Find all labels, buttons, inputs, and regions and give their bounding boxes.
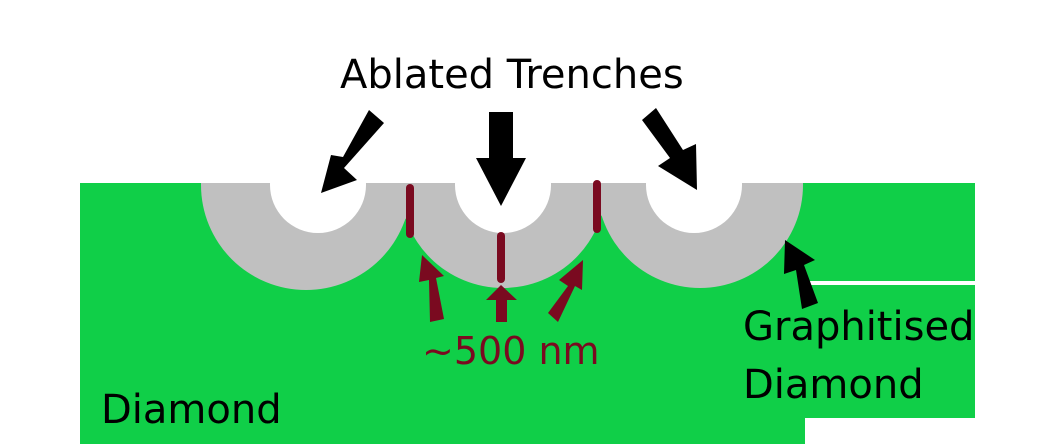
arrow-up-icon <box>486 285 517 322</box>
arrow-down-icon <box>476 112 526 206</box>
arrow-down-icon <box>642 108 697 190</box>
ablated-trenches-label: Ablated Trenches <box>340 52 684 98</box>
arrow-up-icon <box>548 260 583 322</box>
dimension-arrows <box>419 255 583 322</box>
graphitised-label-line2: Diamond <box>743 362 924 408</box>
diamond-label: Diamond <box>101 387 282 433</box>
trench-right <box>646 183 742 233</box>
graphitised-halo-right <box>597 183 803 288</box>
dimension-label: ~500 nm <box>422 329 600 373</box>
ablated-trenches <box>270 183 742 233</box>
measure-bars <box>406 180 601 283</box>
arrow-down-icon <box>321 110 384 193</box>
dimension-annotation: ~500 nm <box>406 180 601 373</box>
arrow-up-icon <box>784 240 818 309</box>
arrow-up-icon <box>419 255 444 322</box>
graphitised-label-line1: Graphitised <box>743 304 974 350</box>
trench-center <box>455 183 551 233</box>
trench-left <box>270 183 366 233</box>
trench-arrows <box>321 108 697 206</box>
